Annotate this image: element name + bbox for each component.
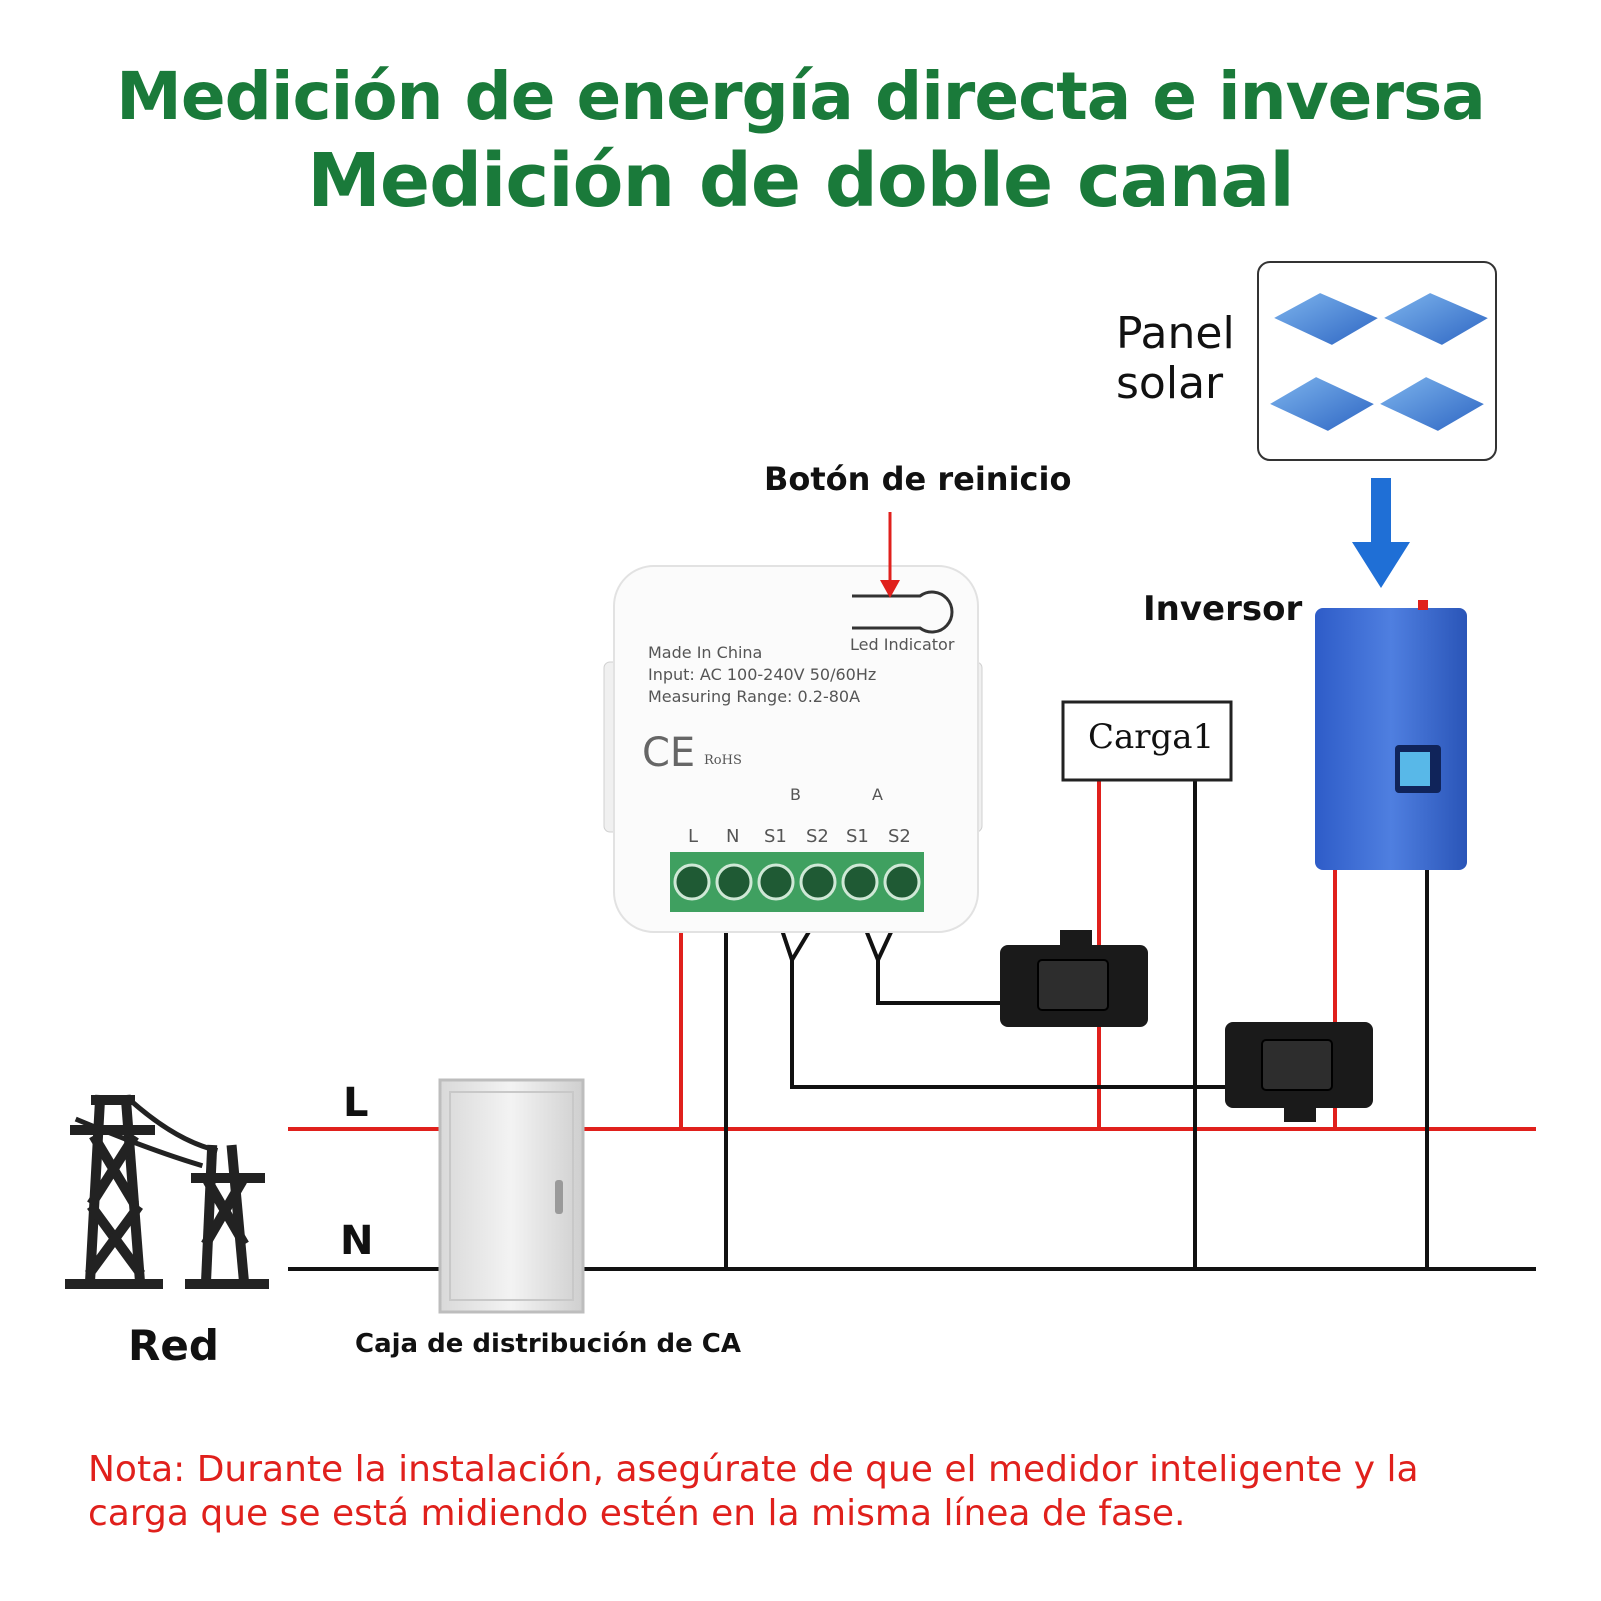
inverter-label: Inversor bbox=[1143, 589, 1302, 629]
channel-b-label: B bbox=[790, 785, 801, 804]
led-indicator-label: Led Indicator bbox=[850, 635, 955, 654]
title-line-1: Medición de energía directa e inversa bbox=[116, 58, 1486, 135]
device-input: Input: AC 100-240V 50/60Hz bbox=[648, 665, 876, 684]
title-line-2: Medición de doble canal bbox=[307, 138, 1294, 224]
current-clamp-load bbox=[1000, 930, 1148, 1027]
device-range: Measuring Range: 0.2-80A bbox=[648, 687, 860, 706]
terminal-label: N bbox=[726, 826, 739, 847]
smart-meter-device bbox=[603, 565, 983, 933]
current-clamp-inverter bbox=[1225, 1022, 1373, 1122]
line-l-label: L bbox=[343, 1080, 369, 1126]
inverter-device bbox=[1315, 600, 1467, 870]
terminal-label: L bbox=[688, 826, 698, 847]
solar-panel-label-1: Panel bbox=[1116, 308, 1235, 359]
terminal-label: S1 bbox=[846, 826, 869, 847]
solar-panel-frame bbox=[1257, 261, 1497, 461]
power-tower-icon bbox=[65, 1094, 269, 1289]
solar-panel-icon bbox=[1265, 290, 1493, 434]
line-n-label: N bbox=[340, 1218, 373, 1264]
grid-label: Red bbox=[128, 1321, 219, 1370]
ct-a-lead bbox=[864, 929, 1002, 1005]
load-box bbox=[1061, 700, 1233, 782]
solar-panel-label-2: solar bbox=[1116, 358, 1224, 409]
channel-a-label: A bbox=[872, 785, 883, 804]
ct-b-lead bbox=[780, 929, 1228, 1089]
terminal-block bbox=[670, 852, 924, 912]
terminal-label: S2 bbox=[888, 826, 911, 847]
terminal-label: S2 bbox=[806, 826, 829, 847]
reset-button-label: Botón de reinicio bbox=[764, 460, 1071, 498]
terminal-label: S1 bbox=[764, 826, 787, 847]
down-arrow-icon bbox=[1352, 478, 1410, 588]
distribution-box-label: Caja de distribución de CA bbox=[355, 1329, 741, 1359]
device-made-in: Made In China bbox=[648, 643, 762, 662]
installation-note: Nota: Durante la instalación, asegúrate … bbox=[88, 1449, 1419, 1534]
load-label: Carga1 bbox=[1088, 717, 1214, 757]
distribution-box bbox=[438, 1078, 585, 1314]
rohs-mark-icon: RoHS bbox=[704, 753, 742, 768]
ce-mark-icon: CE bbox=[642, 730, 695, 776]
reset-button-icon bbox=[852, 590, 954, 634]
reset-pointer-arrow bbox=[880, 580, 900, 598]
